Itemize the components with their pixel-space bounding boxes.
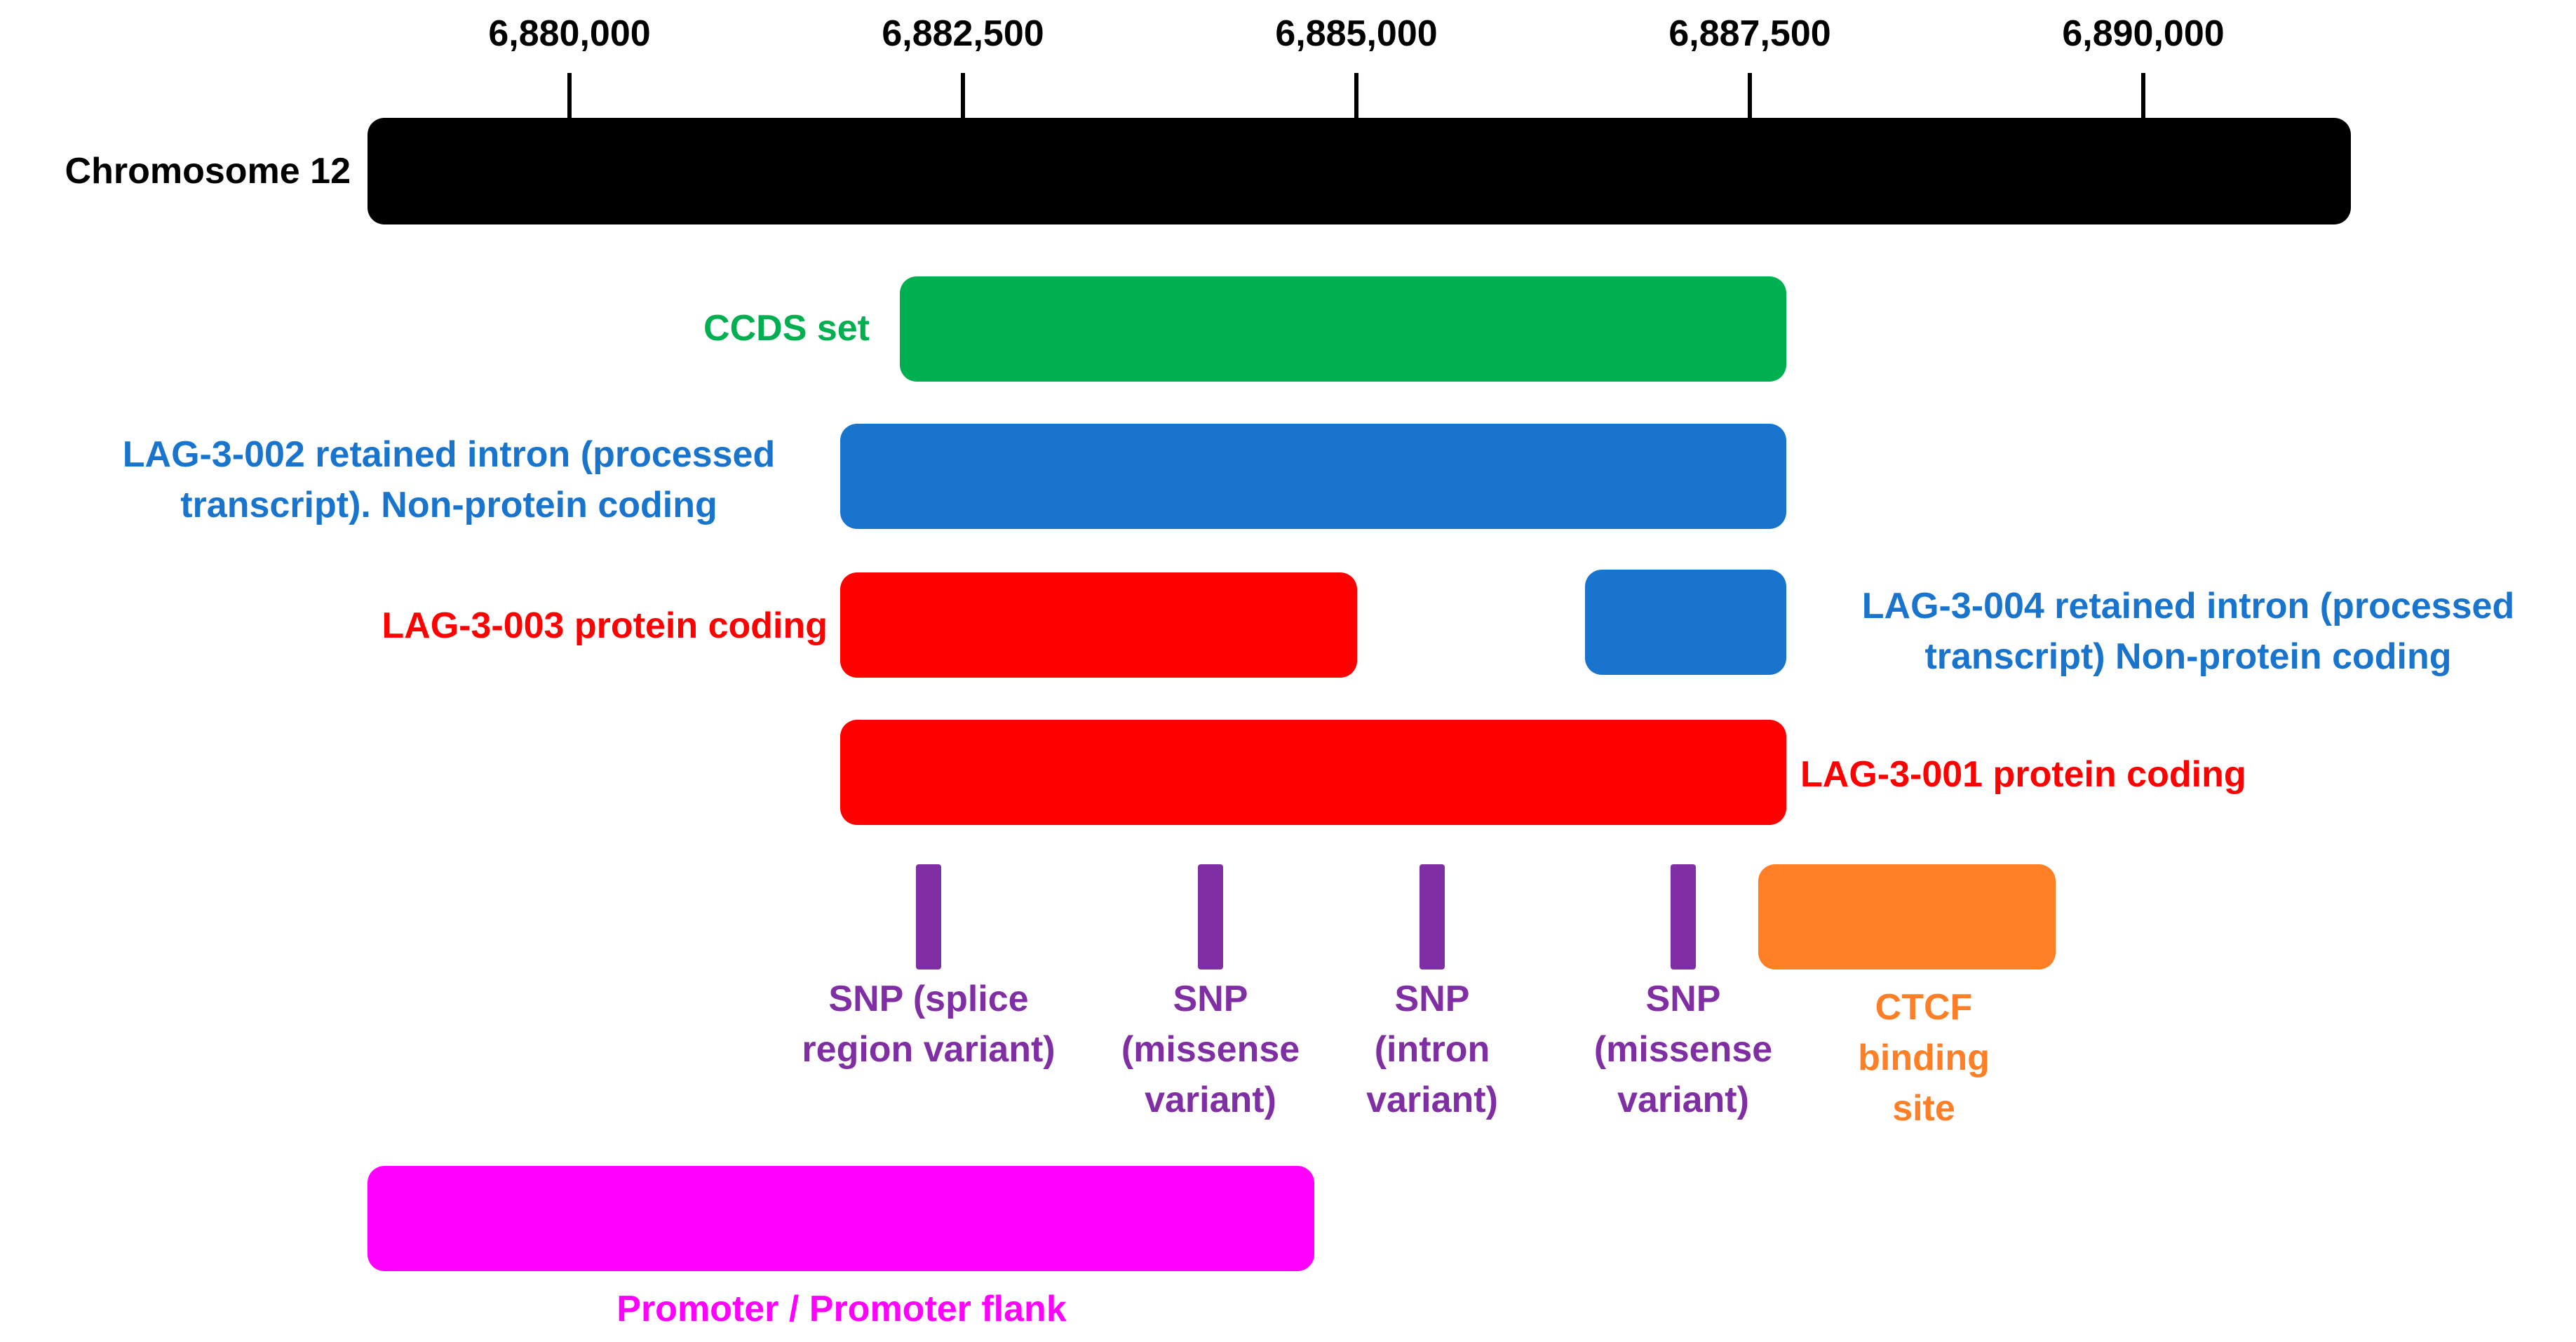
snp-marker-missense-2 xyxy=(1671,864,1696,969)
tick-mark-6890000 xyxy=(2141,73,2145,121)
snp-label-splice: SNP (splice region variant) xyxy=(802,979,1056,1070)
tick-mark-6887500 xyxy=(1748,73,1752,121)
lag3-003-bar xyxy=(840,572,1357,678)
tick-label-6890000: 6,890,000 xyxy=(2062,13,2225,54)
tick-label-6882500: 6,882,500 xyxy=(882,13,1044,54)
snp-marker-missense-1 xyxy=(1198,864,1223,969)
tick-mark-6882500 xyxy=(961,73,965,121)
snp-marker-splice xyxy=(916,864,941,969)
lag3-004-bar xyxy=(1585,570,1786,675)
snp-marker-intron xyxy=(1420,864,1445,969)
ccds-bar xyxy=(900,276,1786,382)
lag3-003-label: LAG-3-003 protein coding xyxy=(382,605,828,646)
lag3-004-label: LAG-3-004 retained intron (processed tra… xyxy=(1861,586,2515,677)
snp-label-missense-2: SNP (missense variant) xyxy=(1593,979,1773,1120)
lag3-002-bar xyxy=(840,424,1786,529)
ctcf-bar xyxy=(1758,864,2056,969)
lag3-002-label: LAG-3-002 retained intron (processed tra… xyxy=(122,434,776,525)
ccds-label: CCDS set xyxy=(703,308,870,349)
snp-label-missense-1: SNP (missense variant) xyxy=(1121,979,1300,1120)
tick-label-6885000: 6,885,000 xyxy=(1275,13,1438,54)
tick-mark-6880000 xyxy=(567,73,572,121)
ctcf-label: CTCF binding site xyxy=(1858,987,1990,1129)
lag3-001-label: LAG-3-001 protein coding xyxy=(1800,754,2246,795)
promoter-bar xyxy=(367,1166,1314,1271)
lag3-001-bar xyxy=(840,720,1786,825)
tick-label-6887500: 6,887,500 xyxy=(1668,13,1831,54)
chromosome-label: Chromosome 12 xyxy=(65,151,351,192)
snp-label-intron: SNP (intron variant) xyxy=(1366,979,1498,1120)
promoter-label: Promoter / Promoter flank xyxy=(616,1289,1067,1329)
tick-label-6880000: 6,880,000 xyxy=(488,13,651,54)
tick-mark-6885000 xyxy=(1354,73,1358,121)
chromosome-bar xyxy=(367,118,2351,224)
